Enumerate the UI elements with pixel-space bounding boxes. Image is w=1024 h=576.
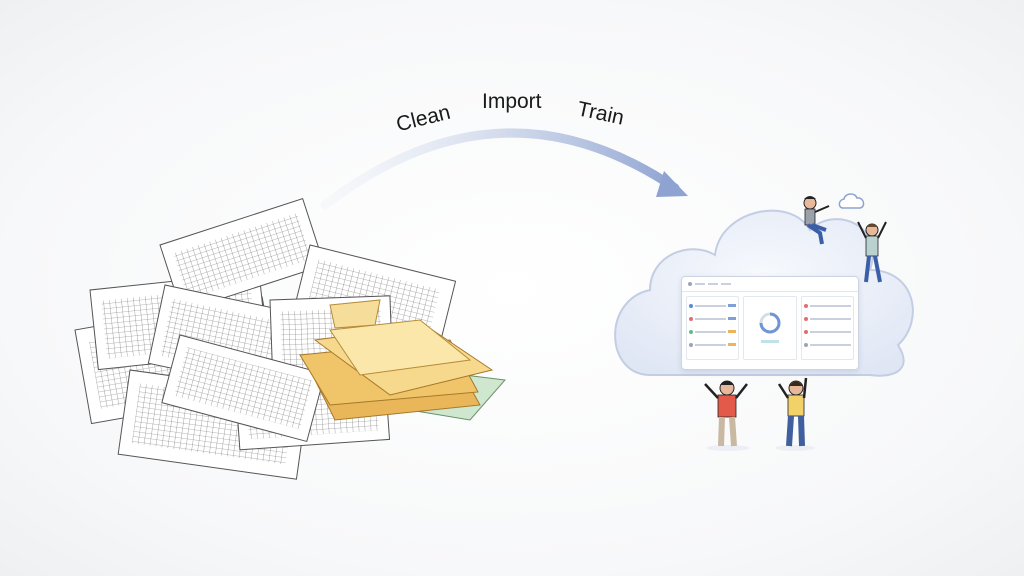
flow-arrow <box>320 128 688 210</box>
person-cheering-icon <box>775 377 815 451</box>
person-sitting-icon <box>803 196 830 245</box>
dashboard-list-panel <box>686 296 740 360</box>
dashboard-header <box>682 277 858 292</box>
dashboard-body <box>682 292 858 364</box>
arrow-head-icon <box>656 171 688 197</box>
donut-chart-icon <box>759 312 781 343</box>
paper-stack-icon <box>74 198 457 480</box>
person-cheering-icon <box>857 221 887 283</box>
person-cheering-icon <box>704 380 750 451</box>
folder-stack-icon <box>299 299 506 421</box>
dashboard-logo-icon <box>688 282 692 286</box>
small-cloud-icon <box>838 193 865 209</box>
dashboard-alert-panel <box>800 296 854 360</box>
step-label-import: Import <box>482 90 542 113</box>
dashboard-icon <box>681 276 859 370</box>
dashboard-gauge-panel <box>743 296 797 360</box>
